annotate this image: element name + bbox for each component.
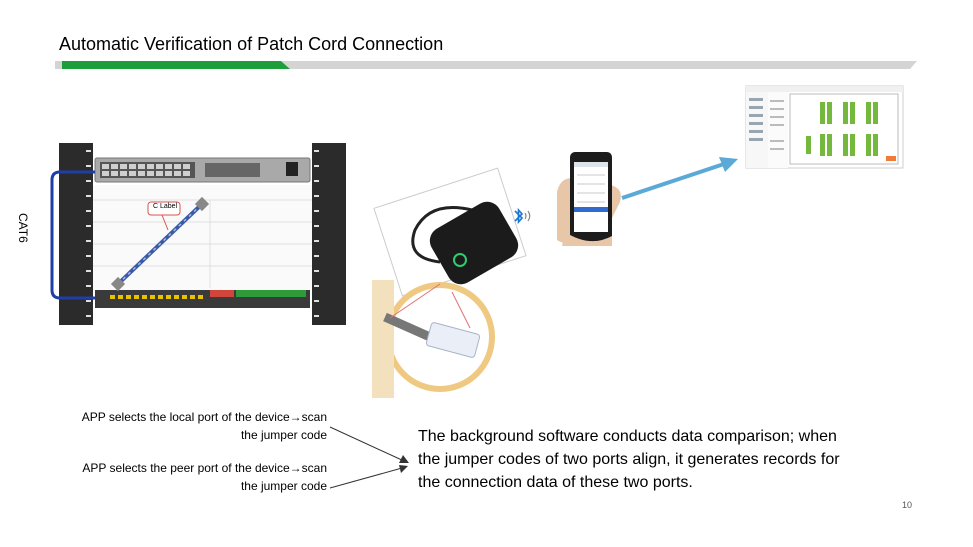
page-number: 10: [902, 500, 913, 510]
local-port-note: APP selects the local port of the device…: [82, 408, 327, 444]
slide-title: Automatic Verification of Patch Cord Con…: [59, 34, 444, 54]
tag-label: C Label: [153, 203, 178, 210]
local-port-note-line1: APP selects the local port of the device…: [81, 410, 327, 424]
local-port-note-line2: the jumper code: [240, 428, 327, 442]
bluetooth-icon: [514, 207, 531, 225]
peer-port-note: APP selects the peer port of the device→…: [82, 459, 327, 495]
comparison-description: The background software conducts data co…: [418, 425, 918, 494]
peer-port-note-line2: the jumper code: [240, 479, 327, 493]
description-line3: the connection data of these two ports.: [418, 474, 693, 491]
description-line2: the jumper codes of two ports align, it …: [418, 451, 840, 468]
peer-port-note-line1: APP selects the peer port of the device→…: [82, 461, 327, 475]
description-line1: The background software conducts data co…: [418, 428, 837, 445]
header-rule-green: [62, 61, 290, 69]
header-rule-gray: [55, 61, 917, 69]
